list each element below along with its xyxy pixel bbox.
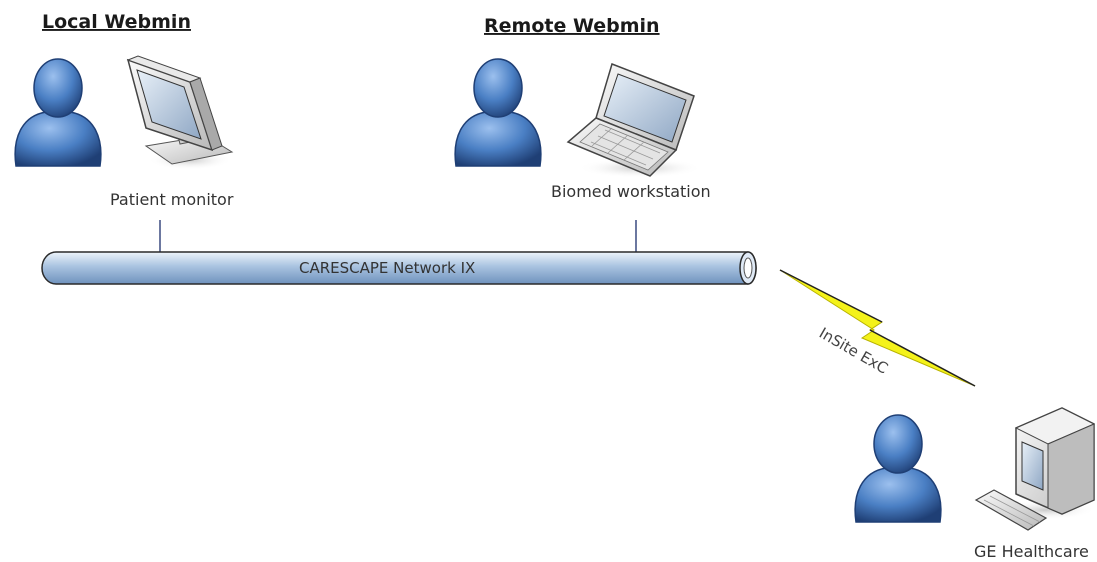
laptop-icon [566,63,702,178]
local-webmin-heading: Local Webmin [42,11,191,33]
user-icon [854,414,942,523]
user-icon [454,58,542,167]
biomed-workstation-label: Biomed workstation [551,182,711,201]
ge-healthcare-label: GE Healthcare [974,542,1089,561]
lightning-bolt-icon [779,269,976,387]
patient-monitor-label: Patient monitor [110,190,234,209]
remote-webmin-heading: Remote Webmin [484,15,660,37]
monitor-icon [126,55,234,170]
desktop-computer-icon [974,407,1096,531]
user-icon [14,58,102,167]
link-label: InSite ExC [816,324,891,378]
network-pipe [41,251,757,285]
network-label: CARESCAPE Network IX [299,259,475,277]
